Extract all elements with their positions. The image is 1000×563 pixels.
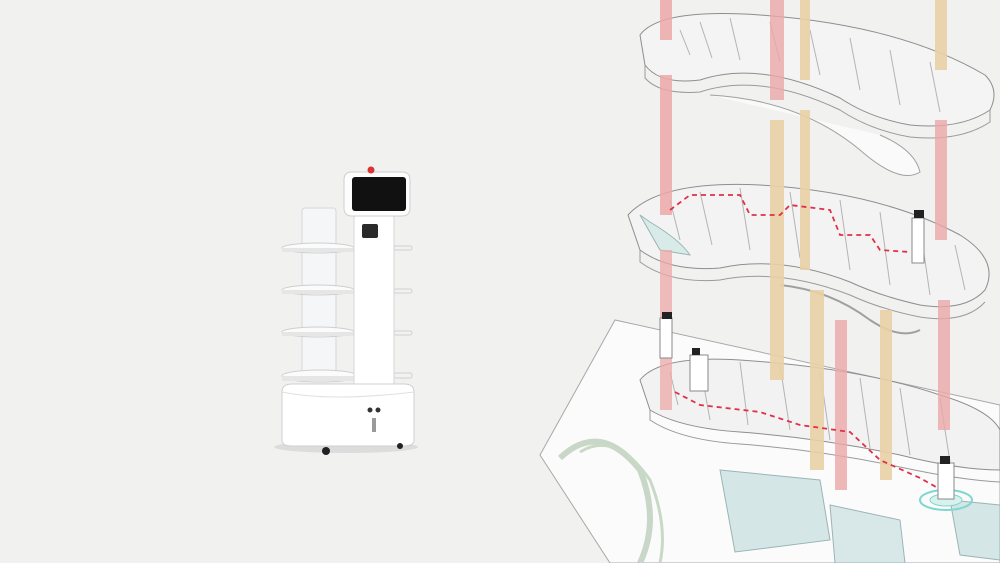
mini-robot-shaft (659, 312, 673, 359)
landscape-strip-1 (557, 438, 653, 563)
shaft-pink-4 (835, 320, 847, 490)
status-light (367, 166, 375, 174)
touch-screen (352, 177, 406, 211)
floor-middle-water (639, 214, 692, 256)
mini-robot-destination-screen (940, 456, 950, 464)
mini-robot-lower (689, 348, 709, 392)
mini-robot-destination-body (937, 462, 955, 500)
shaft-pink-6c (938, 300, 950, 430)
base-badge (372, 418, 376, 432)
base-sensor-left (367, 407, 373, 413)
mini-robot-shaft-screen (662, 312, 672, 319)
floor-middle-edge (639, 250, 986, 320)
mini-robot-middle-body (911, 217, 925, 264)
shaft-tan-3c (810, 290, 824, 470)
mini-robot-lower-screen (692, 348, 700, 355)
landscape-strip-2 (579, 443, 664, 563)
water-pond-1 (719, 469, 831, 553)
shaft-tan-5 (880, 310, 892, 480)
shelf-3-edge (282, 332, 354, 336)
shaft-pink-1a (660, 0, 672, 40)
room-walls (669, 17, 966, 463)
floor-top-ramp (709, 94, 921, 176)
floor-middle-ramp (779, 284, 921, 335)
base-seam (281, 391, 415, 398)
shelf-4-edge (282, 376, 358, 381)
shelf-1-tip (393, 245, 413, 251)
route-middle-floor (669, 194, 911, 253)
shelf-3-tip (393, 330, 413, 336)
shaft-tan-2 (770, 120, 784, 380)
delivery-robot (274, 166, 418, 455)
wheel-right (397, 443, 403, 449)
mini-robot-middle-screen (914, 210, 924, 218)
mini-robot-destination (919, 456, 973, 511)
shelf-1-edge (282, 248, 354, 252)
shaft-pink-6b (935, 120, 947, 240)
mini-robots (659, 210, 973, 511)
floor-top (639, 13, 995, 127)
shaft-tan-3b (800, 110, 810, 270)
wheel-left (322, 447, 330, 455)
shaft-pink-2a (770, 0, 784, 100)
robot-base (281, 383, 415, 447)
shaft-tan-3a (800, 0, 810, 80)
shaft-tan-6a (935, 0, 947, 70)
base-sensor-right (375, 407, 381, 413)
route-lower-floor (674, 391, 946, 493)
camera-sensor (362, 224, 378, 238)
water-pond-2 (829, 504, 906, 563)
water-pond-3 (949, 499, 1000, 561)
mini-robot-lower-body (689, 354, 709, 392)
main-column (353, 213, 395, 391)
shaft-pink-1b (660, 75, 672, 215)
mini-robot-middle (911, 210, 925, 264)
robot-routes (669, 194, 946, 493)
shelf-2-tip (393, 288, 413, 294)
mini-robot-shaft-body (659, 317, 673, 359)
shelf-2-edge (282, 290, 354, 294)
building-illustration (539, 0, 1000, 563)
shelf-4-tip (393, 372, 413, 379)
